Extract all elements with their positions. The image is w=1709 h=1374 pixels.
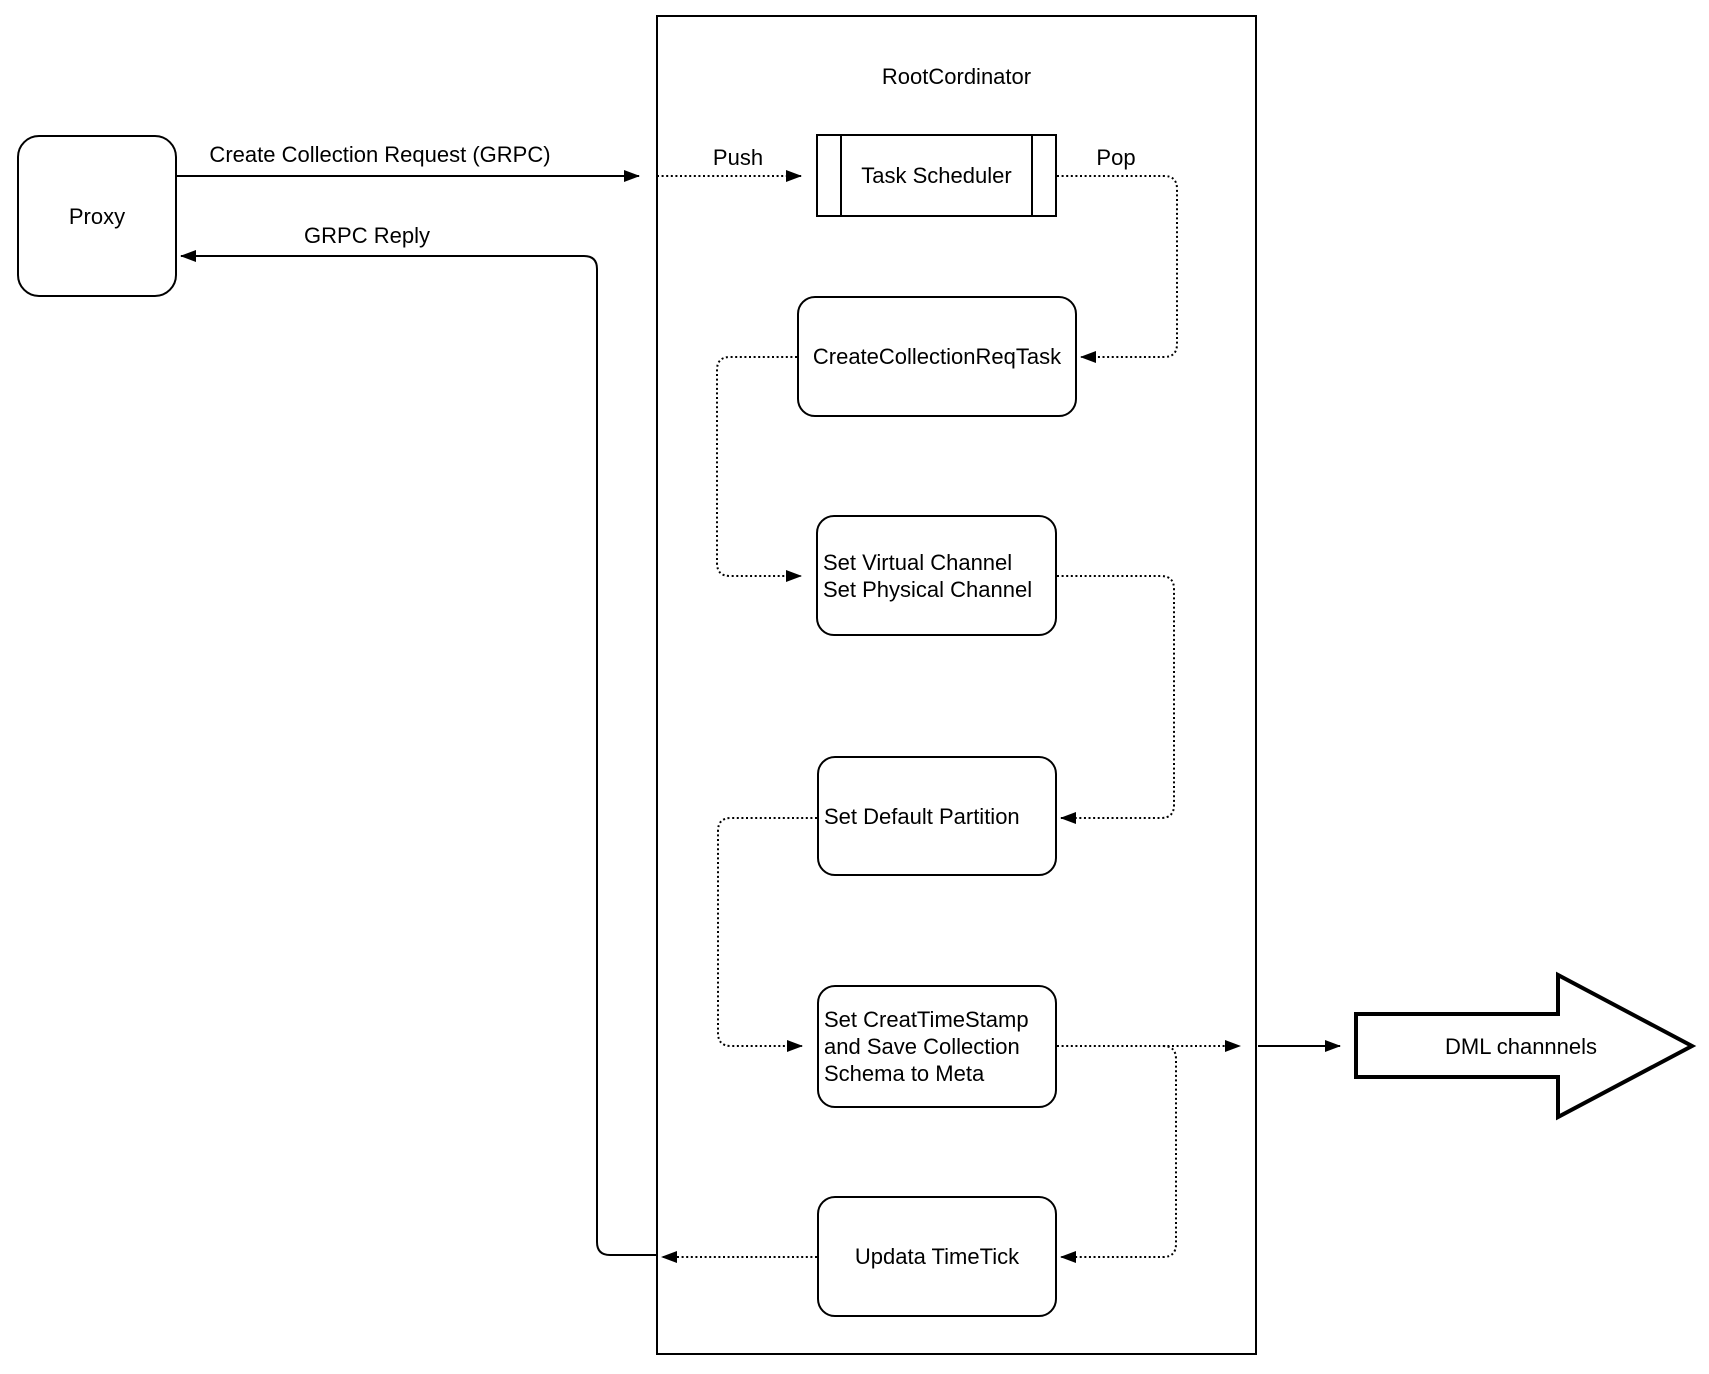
task-scheduler-left-divider	[840, 134, 842, 217]
proxy-label: Proxy	[68, 203, 126, 229]
dml-channels-label: DML channnels	[1444, 1034, 1598, 1059]
create-collection-req-task-node: CreateCollectionReqTask	[797, 296, 1077, 417]
root-coordinator-container	[656, 15, 1257, 1355]
set-creat-timestamp-label: Set CreatTimeStamp and Save Collection S…	[824, 1007, 1029, 1086]
set-channels-label: Set Virtual Channel Set Physical Channel	[823, 549, 1033, 602]
set-creat-timestamp-node: Set CreatTimeStamp and Save Collection S…	[817, 985, 1057, 1108]
set-default-partition-label: Set Default Partition	[824, 803, 1020, 829]
set-default-partition-node: Set Default Partition	[817, 756, 1057, 876]
updata-timetick-label: Updata TimeTick	[854, 1244, 1020, 1269]
task-scheduler-label: Task Scheduler	[861, 163, 1012, 188]
create-collection-request-label: Create Collection Request (GRPC)	[207, 142, 553, 168]
root-coordinator-title: RootCordinator	[881, 64, 1032, 89]
task-scheduler-node: Task Scheduler	[816, 134, 1057, 217]
task-scheduler-right-divider	[1031, 134, 1033, 217]
pop-label: Pop	[1094, 145, 1138, 171]
grpc-reply-label: GRPC Reply	[302, 223, 432, 249]
create-collection-req-task-label: CreateCollectionReqTask	[812, 344, 1062, 369]
push-label: Push	[710, 145, 766, 171]
updata-timetick-node: Updata TimeTick	[817, 1196, 1057, 1317]
set-channels-node: Set Virtual Channel Set Physical Channel	[816, 515, 1057, 636]
grpc-reply-line	[180, 250, 656, 1256]
proxy-node: Proxy	[17, 135, 177, 297]
